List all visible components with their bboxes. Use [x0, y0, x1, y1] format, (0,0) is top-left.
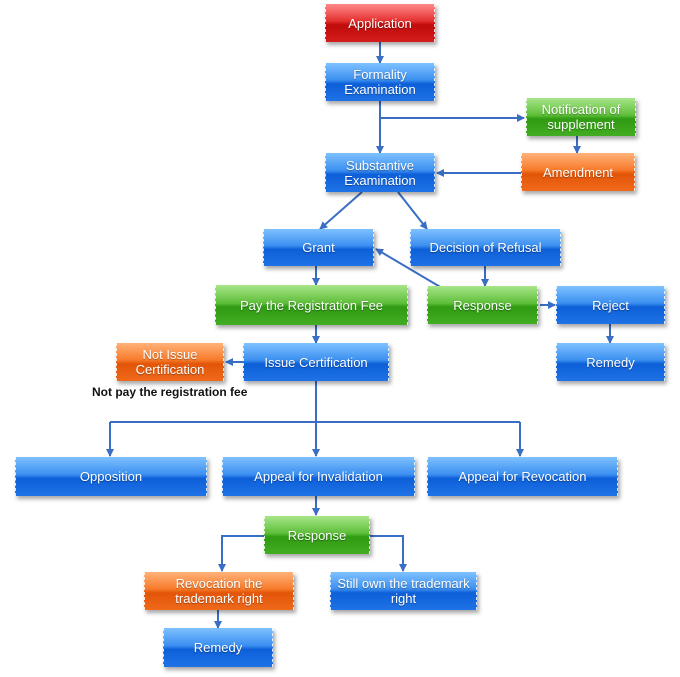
- node-pay-registration-fee: Pay the Registration Fee: [215, 285, 408, 325]
- node-response-appeal: Response: [264, 516, 370, 554]
- node-amendment: Amendment: [521, 153, 635, 191]
- node-opposition: Opposition: [15, 457, 207, 496]
- arrow-substantive-to-grant: [319, 191, 363, 230]
- node-grant: Grant: [263, 229, 374, 266]
- node-label: Notification of supplement: [541, 102, 621, 132]
- node-formality-examination: Formality Examination: [325, 63, 435, 101]
- node-label: Appeal for Revocation: [458, 469, 587, 484]
- node-revocation-trademark-right: Revocation the trademark right: [144, 572, 294, 610]
- node-not-issue-certification: Not Issue Certification: [116, 343, 224, 381]
- node-decision-of-refusal: Decision of Refusal: [410, 229, 561, 266]
- label-not-pay-fee: Not pay the registration fee: [92, 385, 248, 399]
- node-application: Application: [325, 4, 435, 42]
- node-label: Still own the trademark right: [337, 576, 470, 606]
- node-remedy-revocation: Remedy: [163, 628, 273, 667]
- arrow-response-to-still-own: [370, 535, 407, 572]
- node-appeal-for-invalidation: Appeal for Invalidation: [222, 457, 415, 496]
- node-substantive-examination: Substantive Examination: [325, 153, 435, 192]
- node-label: Decision of Refusal: [429, 240, 542, 255]
- node-issue-certification: Issue Certification: [243, 343, 389, 381]
- node-response-refusal: Response: [427, 286, 538, 324]
- node-label: Issue Certification: [264, 354, 368, 370]
- node-label: Remedy: [193, 640, 243, 655]
- node-label: Pay the Registration Fee: [239, 297, 384, 313]
- arrow-response-to-grant: [375, 248, 443, 289]
- node-label: Grant: [302, 240, 335, 255]
- node-reject: Reject: [556, 286, 665, 324]
- node-label: Application: [348, 15, 412, 31]
- node-label: Reject: [592, 297, 629, 313]
- node-label: Opposition: [79, 469, 143, 484]
- node-label: Appeal for Invalidation: [254, 469, 383, 484]
- node-label: Not Issue Certification: [135, 347, 205, 377]
- node-label: Response: [453, 297, 512, 313]
- node-label: Remedy: [586, 354, 635, 370]
- node-notification-of-supplement: Notification of supplement: [526, 98, 636, 136]
- node-label: Substantive Examination: [344, 157, 416, 188]
- node-label: Response: [287, 527, 347, 543]
- arrow-response-to-revocation: [218, 535, 264, 572]
- node-label: Amendment: [542, 164, 614, 180]
- node-still-own-trademark-right: Still own the trademark right: [330, 572, 477, 610]
- node-label: Formality Examination: [344, 67, 416, 97]
- arrow-substantive-to-refusal: [397, 191, 428, 230]
- node-appeal-for-revocation: Appeal for Revocation: [427, 457, 618, 496]
- node-label: Revocation the trademark right: [175, 576, 263, 606]
- node-remedy-reject: Remedy: [556, 343, 665, 381]
